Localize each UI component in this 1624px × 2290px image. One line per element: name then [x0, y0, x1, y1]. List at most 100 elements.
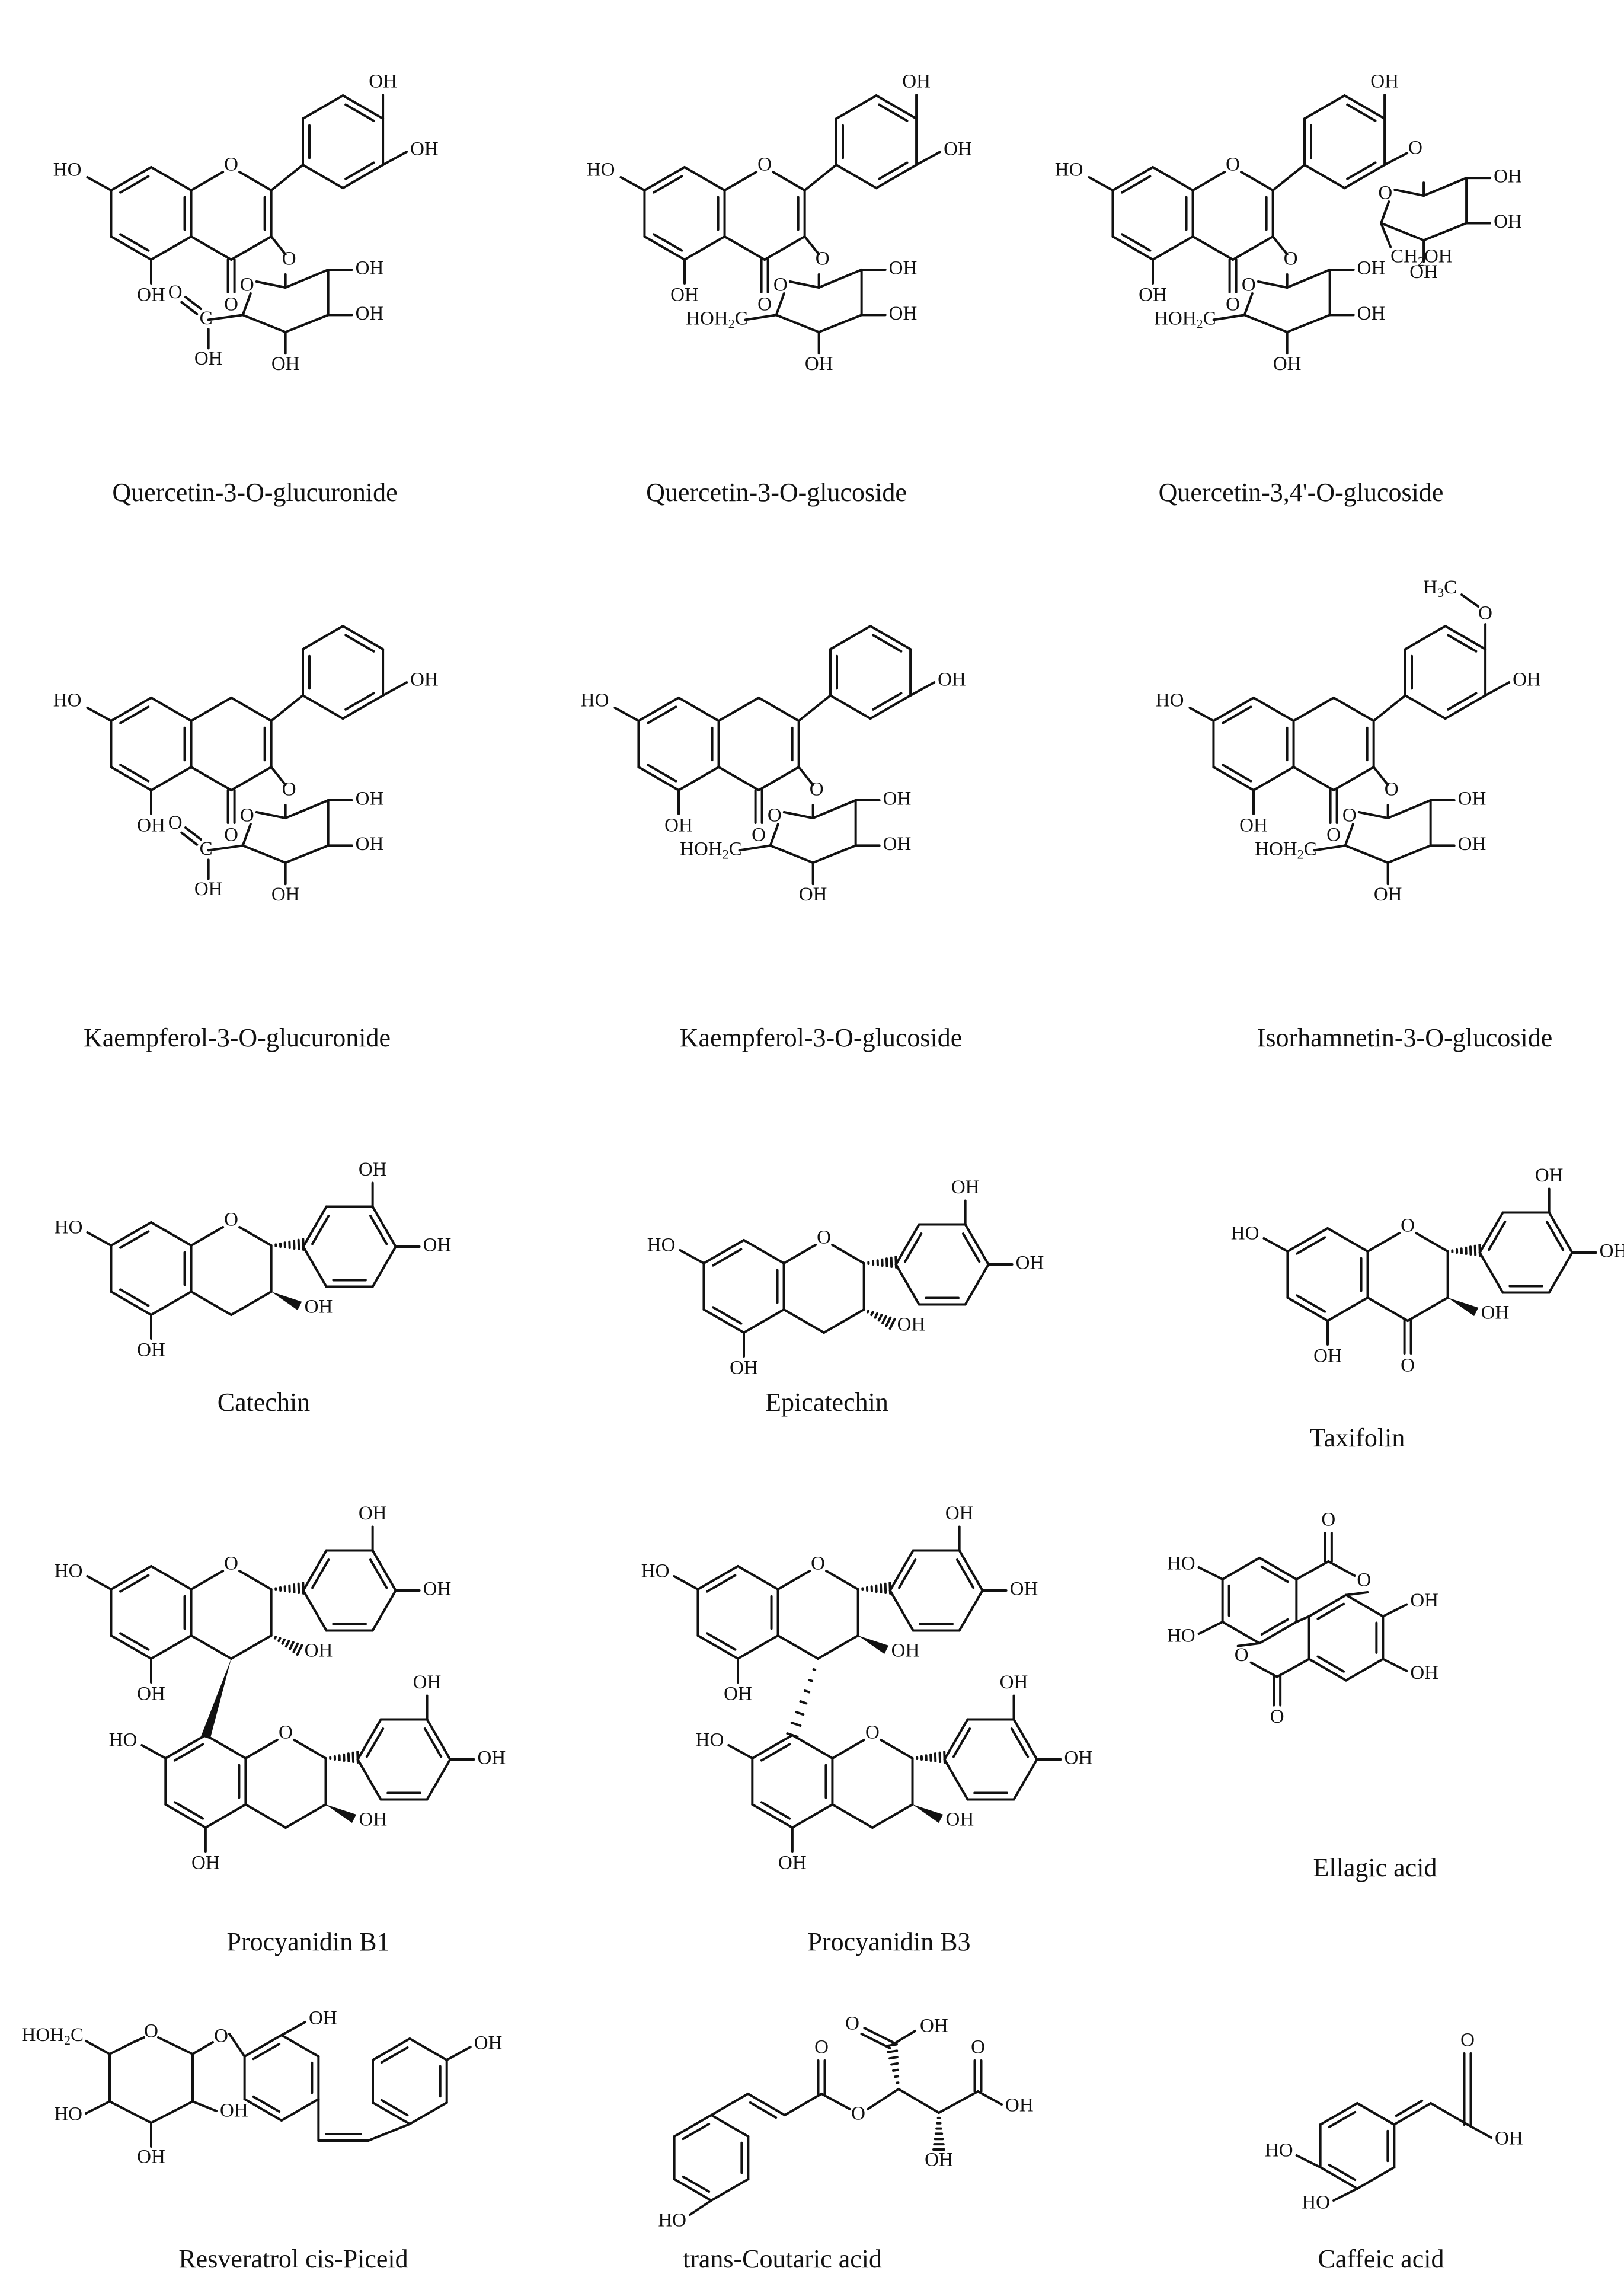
hydroxyl-3prime: OH: [1535, 1165, 1564, 1186]
hydroxyl: OH: [356, 833, 384, 855]
compound-name: Ellagic acid: [1313, 1853, 1437, 1882]
bond: [341, 94, 385, 120]
bond: [372, 2037, 411, 2061]
hash-bond: [884, 1582, 887, 1594]
bond: [1271, 164, 1306, 191]
bond: [977, 2090, 1003, 2106]
bond: [1332, 766, 1375, 791]
compound-name: trans-Coutaric acid: [683, 2244, 882, 2273]
glycosidic-oxygen: O: [1408, 138, 1422, 159]
bond: [1088, 176, 1114, 191]
hydroxyl: OH: [309, 2008, 337, 2029]
bond: [230, 697, 273, 722]
bond: [341, 694, 385, 720]
hydroxyl: OH: [805, 353, 833, 375]
bond: [280, 2098, 320, 2122]
bond: [301, 625, 344, 651]
bond: [110, 1634, 152, 1660]
bond: [238, 171, 273, 191]
bond: [1260, 1618, 1289, 1636]
bond: [1316, 1602, 1345, 1620]
hash-bond: [887, 2049, 899, 2053]
bond: [1447, 634, 1478, 653]
bond: [904, 1232, 923, 1263]
hydroxyl: OH: [1357, 258, 1386, 279]
carbonyl-oxygen: O: [1460, 2030, 1475, 2051]
bond: [1380, 200, 1390, 225]
bond: [696, 1634, 739, 1660]
hydroxyl: OH: [883, 833, 912, 855]
hydroxyl-3prime: OH: [359, 1159, 387, 1180]
bond: [150, 235, 193, 261]
bond: [817, 1634, 859, 1660]
bond: [230, 1634, 273, 1660]
bond: [164, 1734, 207, 1759]
glycosidic-oxygen: O: [282, 779, 296, 800]
bond: [909, 681, 936, 697]
hydroxyl: HO: [1167, 1553, 1195, 1574]
bond: [85, 2100, 111, 2115]
bond: [1243, 292, 1254, 317]
bond: [1372, 766, 1389, 786]
bond: [1430, 2102, 1469, 2126]
bond: [1197, 1621, 1224, 1635]
hydroxyl-5: OH: [1139, 285, 1167, 306]
caption-k3glc: Kaempferol-3-O-glucoside: [680, 1023, 962, 1052]
bond: [243, 2034, 283, 2058]
bond: [150, 1291, 193, 1316]
bond: [964, 1223, 990, 1266]
bond: [1286, 1296, 1329, 1322]
hydroxyl-4prime: OH: [944, 139, 972, 160]
bond: [108, 2100, 152, 2124]
bond: [673, 2178, 712, 2202]
hash-bond: [808, 1679, 814, 1682]
hydroxyl-4prime: OH: [1064, 1748, 1093, 1769]
carbonyl-oxygen: O: [1270, 1706, 1284, 1727]
bond: [1395, 2099, 1424, 2117]
bond: [955, 1558, 975, 1589]
bond: [241, 823, 252, 847]
hydroxyl-5: OH: [191, 1853, 220, 1874]
carboxyl-carbon: C: [200, 838, 213, 860]
bond: [190, 235, 233, 261]
hash-bond: [892, 2068, 899, 2072]
bond: [673, 2114, 712, 2138]
bond: [86, 707, 113, 722]
bond: [292, 1739, 327, 1759]
hydroxyl: OH: [220, 2100, 248, 2122]
bond: [1356, 2166, 1396, 2190]
bond: [140, 1744, 167, 1759]
bond: [372, 2101, 411, 2125]
bond: [875, 164, 918, 190]
bond: [1343, 164, 1386, 190]
bond: [280, 2021, 306, 2036]
bond: [119, 233, 150, 252]
bond: [1303, 94, 1346, 120]
bond: [743, 1308, 785, 1334]
ring-oxygen: O: [240, 274, 254, 296]
bond: [150, 1565, 193, 1590]
wedge-bond: [325, 1804, 357, 1823]
bond: [180, 831, 199, 846]
bond: [613, 707, 640, 722]
bond: [788, 280, 820, 289]
bond: [747, 2093, 786, 2116]
bond: [1286, 269, 1331, 289]
bond: [1012, 1758, 1038, 1801]
hydroxyl: OH: [1357, 303, 1386, 324]
bond: [952, 1727, 971, 1758]
bond: [408, 2101, 448, 2125]
bond: [817, 269, 863, 289]
bond: [244, 1803, 287, 1829]
compound-name: Procyanidin B3: [808, 1927, 971, 1956]
bond: [119, 705, 150, 724]
carboxyl-hydroxyl: OH: [1495, 2128, 1523, 2150]
hydroxyl-3prime: OH: [369, 71, 397, 92]
bond: [1240, 171, 1274, 191]
bond: [817, 314, 863, 334]
bond: [356, 1718, 382, 1761]
bond: [1393, 2102, 1432, 2126]
caption-epicat: Epicatechin: [765, 1388, 888, 1417]
bond: [180, 301, 199, 315]
